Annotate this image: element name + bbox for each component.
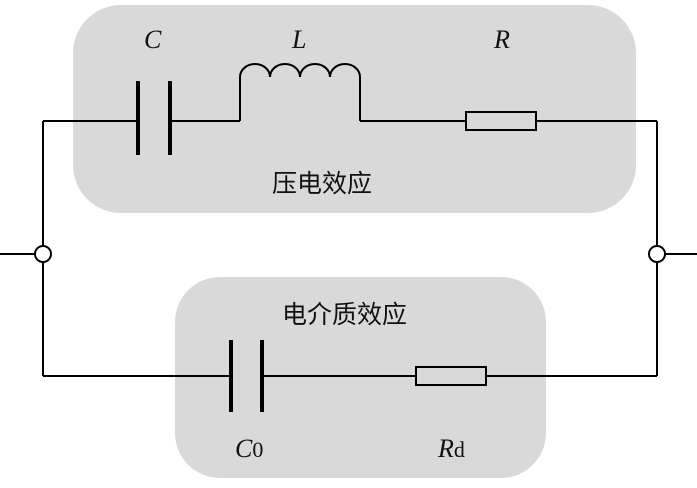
resistor-rd-subscript: d — [454, 437, 465, 462]
resistor-rd-label: Rd — [437, 434, 465, 463]
capacitor-c0-symbol: C — [235, 434, 253, 463]
dielectric-effect-box — [175, 277, 546, 478]
resistor-r-label: R — [493, 25, 510, 54]
left-terminal — [34, 245, 52, 263]
right-terminal — [648, 245, 666, 263]
resistor-r — [465, 111, 537, 131]
piezo-effect-box — [73, 5, 636, 213]
dielectric-effect-label: 电介质效应 — [282, 300, 407, 329]
capacitor-c — [136, 81, 172, 155]
piezo-effect-label: 压电效应 — [272, 169, 372, 198]
resistor-rd — [415, 366, 487, 386]
inductor-l-label: L — [291, 25, 306, 54]
capacitor-c0-label: C0 — [235, 434, 263, 463]
inductor-l — [239, 63, 361, 121]
capacitor-c-label: C — [144, 25, 162, 54]
capacitor-c0-subscript: 0 — [252, 437, 263, 462]
capacitor-c0 — [229, 340, 264, 412]
resistor-rd-symbol: R — [437, 434, 454, 463]
